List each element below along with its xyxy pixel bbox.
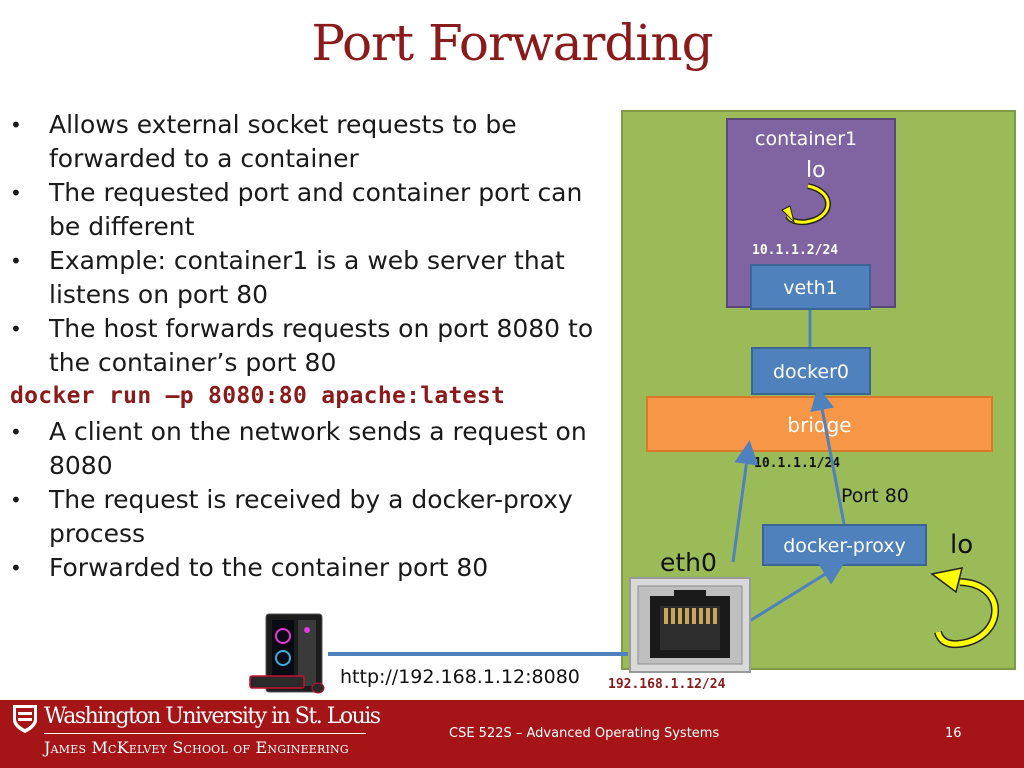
docker-command: docker run –p 8080:80 apache:latest <box>10 383 506 409</box>
docker-proxy-label: docker-proxy <box>783 535 906 557</box>
request-url: http://192.168.1.12:8080 <box>340 666 580 688</box>
bullet-item: • The request is received by a docker-pr… <box>10 483 620 551</box>
bullet-dot: • <box>10 420 22 444</box>
bullet-text: Allows external socket requests to be fo… <box>49 110 517 173</box>
container1-label: container1 <box>755 128 858 150</box>
desktop-computer-icon <box>249 613 325 694</box>
bullet-text: Example: container1 is a web server that… <box>49 246 565 309</box>
bullet-dot: • <box>10 113 22 137</box>
university-name: Washington University in St. Louis <box>44 704 381 729</box>
bullet-text: The host forwards requests on port 8080 … <box>49 314 594 377</box>
bullet-text: The request is received by a docker-prox… <box>49 485 573 548</box>
container-lo-label: lo <box>806 158 826 183</box>
docker0-label: docker0 <box>772 361 850 383</box>
eth0-label: eth0 <box>660 548 717 577</box>
course-name: CSE 522S – Advanced Operating Systems <box>449 726 720 741</box>
bullet-text: The requested port and container port ca… <box>49 178 583 241</box>
bullet-list: • Allows external socket requests to be … <box>10 108 620 585</box>
bullet-item: • Allows external socket requests to be … <box>10 108 620 176</box>
host-lo-label: lo <box>950 530 974 560</box>
bullet-dot: • <box>10 181 22 205</box>
bullet-item: • A client on the network sends a reques… <box>10 415 620 483</box>
bullet-dot: • <box>10 249 22 273</box>
university-shield-icon <box>13 705 37 733</box>
bullet-dot: • <box>10 317 22 341</box>
page-number: 16 <box>945 726 962 741</box>
bullet-item: • The requested port and container port … <box>10 176 620 244</box>
bullet-text: A client on the network sends a request … <box>49 417 587 480</box>
bullet-dot: • <box>10 556 22 580</box>
veth1-label: veth1 <box>783 277 838 299</box>
port-label: Port 80 <box>841 485 909 507</box>
container-ip-label: 10.1.1.2/24 <box>752 243 839 258</box>
veth1-interface: veth1 <box>750 264 871 310</box>
school-name: James McKelvey School of Engineering <box>44 738 349 757</box>
bullet-item: • The host forwards requests on port 808… <box>10 312 620 380</box>
bullet-item: • Example: container1 is a web server th… <box>10 244 620 312</box>
docker0-interface: docker0 <box>751 347 871 395</box>
bullet-text: Forwarded to the container port 80 <box>49 553 489 582</box>
footer-bar <box>0 700 1024 768</box>
slide-title: Port Forwarding <box>311 14 713 72</box>
bridge-box: bridge <box>646 396 993 452</box>
docker-proxy-box: docker-proxy <box>762 524 927 566</box>
logo-divider <box>44 733 366 734</box>
bullet-item: • Forwarded to the container port 80 <box>10 551 620 585</box>
bridge-label: bridge <box>787 413 852 437</box>
bridge-ip-label: 10.1.1.1/24 <box>754 456 841 471</box>
bullet-dot: • <box>10 488 22 512</box>
host-ip-label: 192.168.1.12/24 <box>608 677 726 692</box>
